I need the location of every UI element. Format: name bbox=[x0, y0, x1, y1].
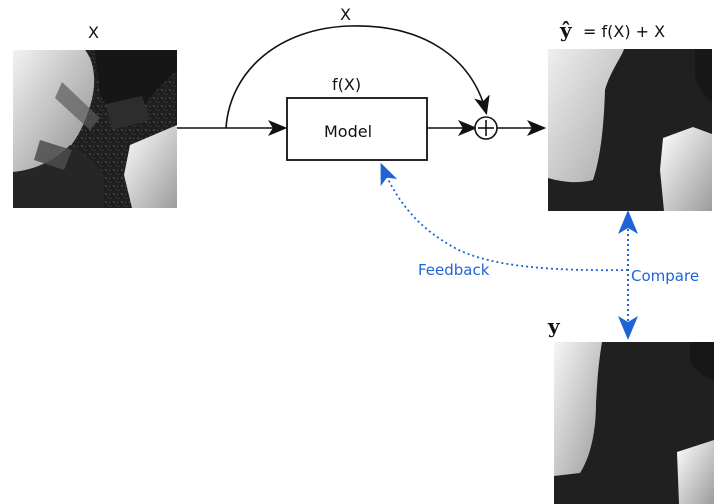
target-depth-image bbox=[554, 342, 714, 504]
input-depth-image bbox=[13, 50, 177, 208]
circle-plus-icon bbox=[474, 116, 498, 140]
prediction-depth-image bbox=[548, 49, 712, 211]
prediction-formula: = f(X) + X bbox=[583, 22, 665, 41]
model-label: Model bbox=[324, 122, 372, 141]
feedback-label: Feedback bbox=[418, 261, 490, 279]
skip-connection-arc bbox=[225, 25, 490, 129]
prediction-symbol: ŷ bbox=[559, 18, 573, 42]
feedback-arc bbox=[380, 162, 629, 272]
model-output-label: f(X) bbox=[332, 75, 361, 94]
input-x-label: X bbox=[88, 23, 99, 42]
compare-label: Compare bbox=[631, 267, 699, 285]
model-box bbox=[286, 97, 428, 161]
target-symbol: y bbox=[547, 314, 561, 338]
skip-connection-label: X bbox=[340, 5, 351, 24]
